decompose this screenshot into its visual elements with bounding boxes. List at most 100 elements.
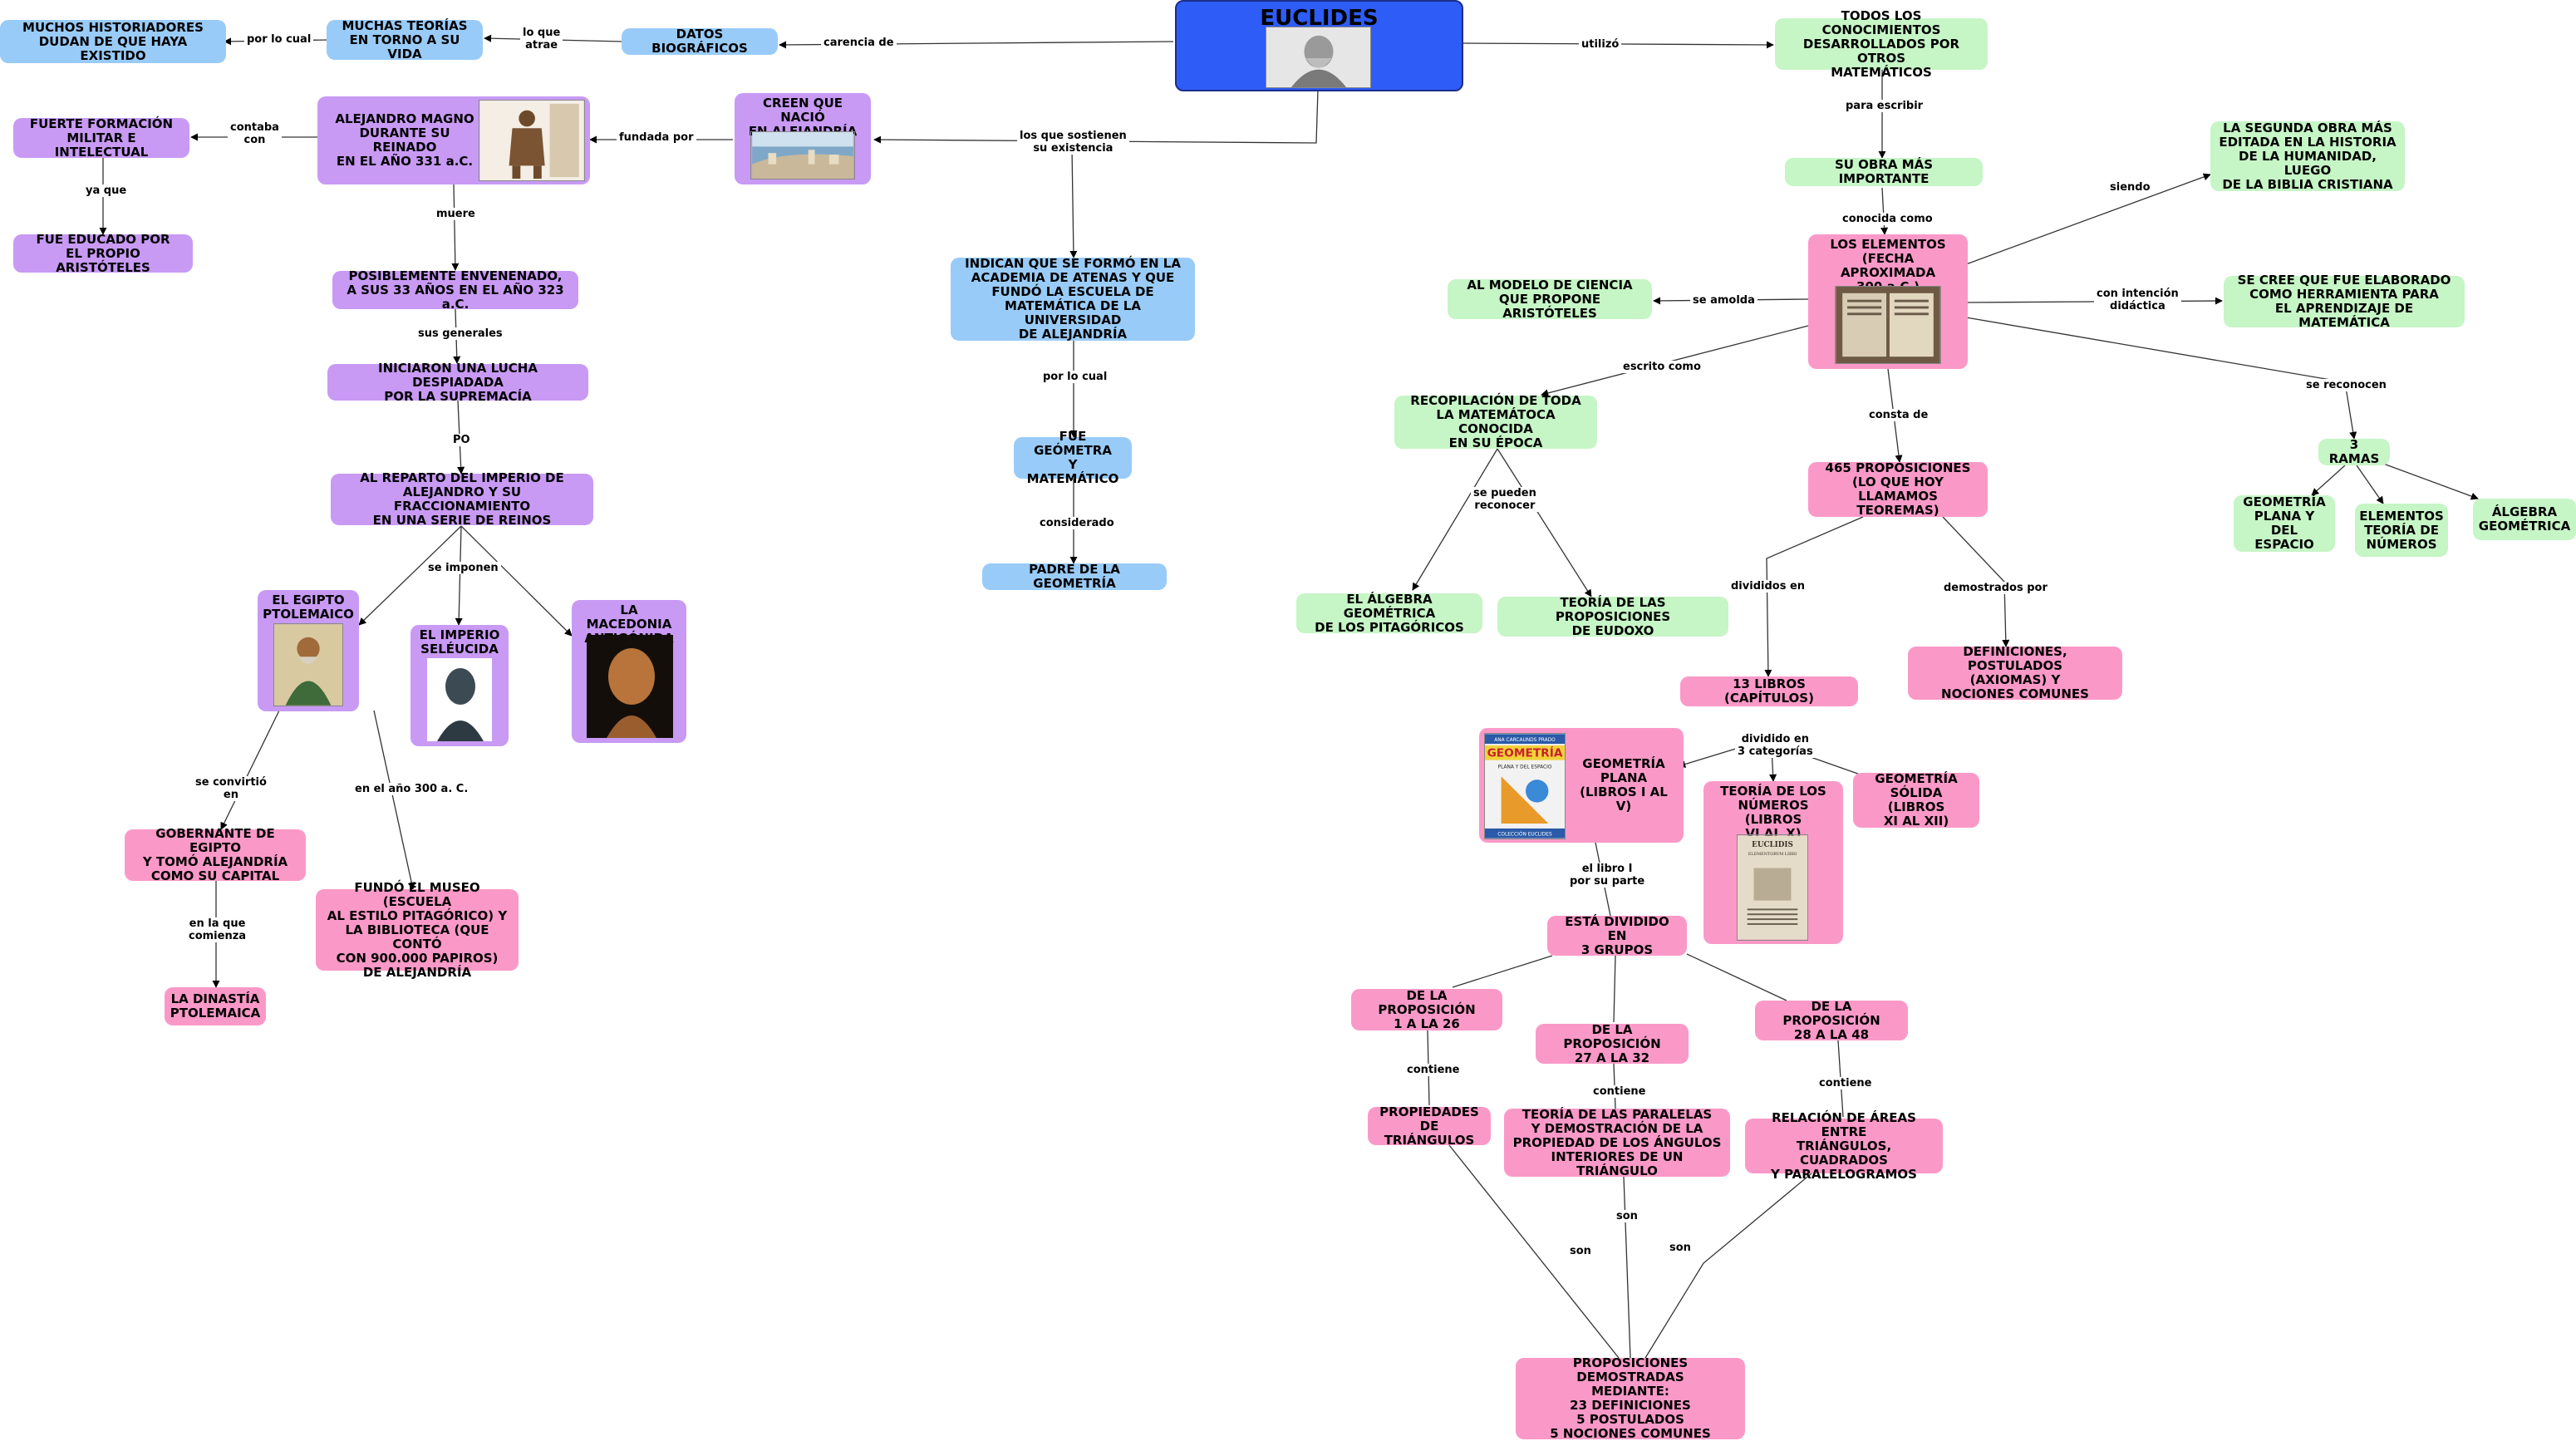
node-prop1-26: DE LA PROPOSICIÓN 1 A LA 26 [1351,987,1502,1031]
ptolemy-portrait-image [273,623,343,706]
node-triangulos: PROPIEDADES DE TRIÁNGULOS [1368,1104,1491,1148]
edge-recopilacion-eudoxo [1497,448,1592,598]
node-modelo: AL MODELO DE CIENCIA QUE PROPONE ARISTÓT… [1448,277,1652,321]
datos-text: DATOS BIOGRÁFICOS [651,27,748,56]
aristoteles-text: FUE EDUCADO POR EL PROPIO ARISTÓTELES [36,231,170,275]
geometra-text: FUE GEÓMETRA Y MATEMÁTICO [1026,429,1119,486]
edge-ramas-plana [2311,465,2346,496]
node-elem-numeros: ELEMENTOS TEORÍA DE NÚMEROS [2355,504,2448,557]
libros13-text: 13 LIBROS (CAPÍTULOS) [1724,676,1814,706]
label-conocida-como: conocida como [1840,213,1935,225]
label-po: PO [450,434,473,446]
label-se-convirtio: se convirtió en [193,776,269,801]
edge-egipto-museo [373,710,415,890]
euclid-portrait-image [1266,27,1371,88]
edge-obra-elementos [1880,187,1889,235]
node-eudoxo: TEORÍA DE LAS PROPOSICIONES DE EUDOXO [1497,595,1728,637]
solida-text: GEOMETRÍA SÓLIDA (LIBROS XI AL XII) [1875,771,1958,829]
edge-grupos-prop1 [1452,955,1553,988]
algebra-pit-text: EL ÁLGEBRA GEOMÉTRICA DE LOS PITAGÓRICOS [1315,591,1464,635]
paralelas-text: TEORÍA DE LAS PARALELAS Y DEMOSTRACIÓN D… [1512,1106,1722,1178]
recopilacion-text: RECOPILACIÓN DE TODA LA MATEMÁTOCA CONOC… [1410,393,1581,450]
envenenado-text: POSIBLEMENTE ENVENENADO, A SUS 33 AÑOS E… [347,268,564,312]
prop27-32-text: DE LA PROPOSICIÓN 27 A LA 32 [1563,1021,1661,1065]
edge-ramas-algebra [2369,458,2479,500]
label-lo-que-atrae: lo que atrae [520,27,563,52]
book-cover-footer: COLECCIÓN EUCLIDES [1497,832,1552,838]
elem-numeros-text: ELEMENTOS TEORÍA DE NÚMEROS [2359,508,2444,552]
node-demostradas: PROPOSICIONES DEMOSTRADAS MEDIANTE: 23 D… [1516,1355,1745,1441]
book-cover-header: ANA CARCAUNDS PRADO [1494,738,1556,743]
node-ramas: 3 RAMAS [2318,438,2390,466]
geometry-book-cover-image: ANA CARCAUNDS PRADO GEOMETRÍA PLANA Y DE… [1484,733,1566,839]
demostradas-text: PROPOSICIONES DEMOSTRADAS MEDIANTE: 23 D… [1550,1355,1711,1441]
numbers-book-page-image: EUCLIDIS ELEMENTORVM LIBRI [1737,834,1808,941]
node-segunda: LA SEGUNDA OBRA MÁS EDITADA EN LA HISTOR… [2210,120,2405,192]
edge-ramas-numeros [2356,465,2384,504]
label-sus-generales: sus generales [415,327,505,340]
label-demostrados-por: demostrados por [1941,582,2050,594]
label-dividido-3: dividido en 3 categorías [1735,733,1816,758]
label-muere: muere [434,208,478,220]
herramienta-text: SE CREE QUE FUE ELABORADO COMO HERRAMIEN… [2237,273,2451,330]
padre-text: PADRE DE LA GEOMETRÍA [1029,562,1120,591]
edge-grupos-prop27 [1613,955,1616,1023]
label-son-1: son [1567,1245,1594,1257]
label-utilizo: utilizó [1579,38,1622,51]
node-datos: DATOS BIOGRÁFICOS [622,27,778,56]
teorias-text: MUCHAS TEORÍAS EN TORNO A SU VIDA [342,17,468,61]
academia-text: INDICAN QUE SE FORMÓ EN LA ACADEMIA DE A… [965,256,1181,342]
label-son-3: son [1667,1242,1694,1254]
label-se-amolda: se amolda [1690,294,1757,307]
node-reparto: AL REPARTO DEL IMPERIO DE ALEJANDRO Y SU… [331,470,593,528]
seleucus-bust-image [427,658,492,741]
edge-egipto-gobernante [220,710,280,830]
node-prop28-48: DE LA PROPOSICIÓN 28 A LA 48 [1755,999,1908,1041]
obra-text: SU OBRA MÁS IMPORTANTE [1834,157,1934,186]
label-contiene-2: contiene [1590,1085,1649,1098]
triangulos-text: PROPIEDADES DE TRIÁNGULOS [1379,1104,1479,1148]
label-con-intencion: con intención didáctica [2094,288,2181,312]
conocimientos-text: TODOS LOS CONOCIMIENTOS DESARROLLADOS PO… [1802,7,1960,80]
label-contaba-con: contaba con [228,121,282,146]
areas-text: RELACIÓN DE ÁREAS ENTRE TRIÁNGULOS, CUAD… [1770,1109,1917,1182]
edge-triangulos-demostradas [1448,1144,1620,1359]
label-se-imponen: se imponen [425,562,501,574]
numeros-text: TEORÍA DE LOS NÚMEROS (LIBROS VI AL X) [1720,784,1826,841]
label-carencia: carencia de [821,37,897,49]
node-teorias: MUCHAS TEORÍAS EN TORNO A SU VIDA [327,17,483,61]
node-areas: RELACIÓN DE ÁREAS ENTRE TRIÁNGULOS, CUAD… [1745,1110,1943,1181]
museo-text: FUNDÓ EL MUSEO (ESCUELA AL ESTILO PITAGÓ… [327,879,508,980]
edge-areas-demostradas [1644,1173,1812,1359]
edge-reparto-egipto [358,525,462,626]
alexandria-city-image [750,131,855,180]
segunda-text: LA SEGUNDA OBRA MÁS EDITADA EN LA HISTOR… [2219,120,2397,192]
geom-plana-esp-text: GEOMETRÍA PLANA Y DEL ESPACIO [2243,494,2326,552]
modelo-text: AL MODELO DE CIENCIA QUE PROPONE ARISTÓT… [1467,277,1633,321]
edge-paralelas-demostradas [1623,1176,1631,1359]
node-obra: SU OBRA MÁS IMPORTANTE [1785,158,1983,186]
reparto-text: AL REPARTO DEL IMPERIO DE ALEJANDRO Y SU… [360,470,564,528]
prop1-26-text: DE LA PROPOSICIÓN 1 A LA 26 [1378,987,1476,1031]
label-considerado: considerado [1037,517,1117,529]
node-definiciones: DEFINICIONES, POSTULADOS (AXIOMAS) Y NOC… [1908,645,2122,701]
label-consta-de: consta de [1866,409,1931,421]
label-para-escribir: para escribir [1843,100,1926,112]
alexander-statue-image [479,100,585,181]
node-geom-plana-esp: GEOMETRÍA PLANA Y DEL ESPACIO [2234,495,2335,552]
label-en-la-que: en la que comienza [186,917,249,942]
label-sostienen: los que sostienen su existencia [1017,130,1129,155]
algebra-geom-text: ÁLGEBRA GEOMÉTRICA [2478,504,2571,534]
edge-elementos-ramas [1965,317,2357,440]
label-libro1: el libro I por su parte [1567,863,1648,888]
seleucida-text: EL IMPERIO SELÉUCIDA [419,627,500,657]
edge-grupos-prop28 [1686,953,1787,1001]
label-son-2: son [1614,1210,1640,1222]
label-por-lo-cual-2: por lo cual [1040,371,1110,383]
node-historiadores: MUCHOS HISTORIADORES DUDAN DE QUE HAYA E… [0,20,226,63]
lucha-text: INICIARON UNA LUCHA DESPIADADA POR LA SU… [378,360,538,404]
node-geometra: FUE GEÓMETRA Y MATEMÁTICO [1014,430,1132,486]
label-se-pueden: se pueden reconocer [1471,487,1539,512]
node-militar: FUERTE FORMACIÓN MILITAR E INTELECTUAL [13,116,189,159]
